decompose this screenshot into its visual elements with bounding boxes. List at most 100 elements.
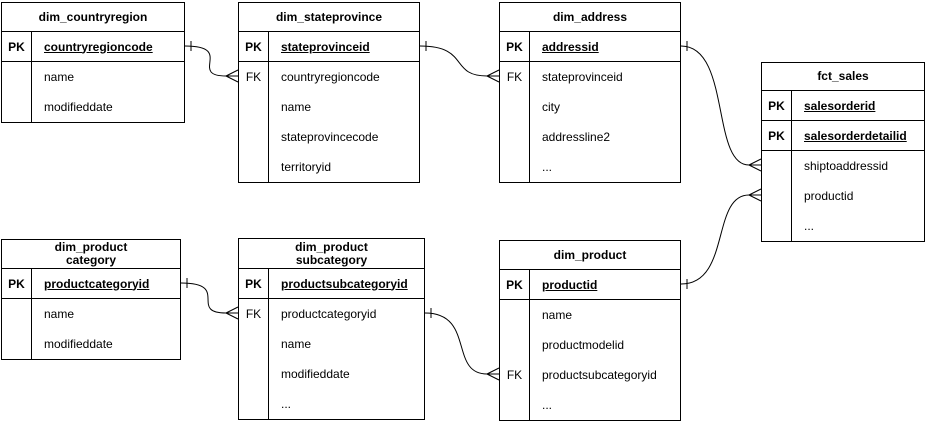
field-name: countryregioncode <box>44 39 153 54</box>
entity-row-productcategoryid: FK productcategoryid <box>239 299 424 329</box>
key-badge-empty <box>239 152 269 182</box>
field-name: modifieddate <box>44 337 113 351</box>
relationship-dim_address-to-fct_sales <box>680 41 762 172</box>
entity-title: dim_product <box>500 241 680 270</box>
relationship-dim_product-to-fct_sales <box>680 188 762 289</box>
key-badge-empty <box>762 211 792 241</box>
entity-title-line: fct_sales <box>817 69 869 83</box>
entity-row-territoryid: territoryid <box>239 152 419 182</box>
entity-row-productsubcategoryid: PK productsubcategoryid <box>239 269 424 299</box>
relationship-connector <box>180 282 238 314</box>
entity-row-salesorderid: PK salesorderid <box>762 91 924 121</box>
field-name: ... <box>542 398 553 412</box>
crow-foot-marker <box>225 306 239 320</box>
field-name: stateprovincecode <box>281 130 379 144</box>
entity-row-salesorderdetailid: PK salesorderdetailid <box>762 121 924 151</box>
field-name: productmodelid <box>542 338 625 352</box>
relationship-dim_productsubcategory-to-dim_product <box>424 308 500 381</box>
entity-title-line: category <box>65 253 117 267</box>
entity-row-city: city <box>500 92 680 122</box>
entity-row-modifieddate: modifieddate <box>2 329 180 359</box>
fk-badge: FK <box>239 299 269 329</box>
field-name: productcategoryid <box>44 276 150 291</box>
field-name: modifieddate <box>281 367 350 381</box>
field-name: countryregioncode <box>281 70 380 84</box>
entity-title: dim_address <box>500 3 680 32</box>
relationship-dim_countryregion-to-dim_stateprovince <box>184 41 239 83</box>
entity-row-shiptoaddressid: shiptoaddressid <box>762 151 924 181</box>
field-name: productcategoryid <box>281 307 377 321</box>
pk-badge: PK <box>500 32 530 61</box>
field-name: name <box>542 308 573 322</box>
key-badge-empty <box>500 122 530 152</box>
crow-foot-marker <box>748 158 762 172</box>
field-name: modifieddate <box>44 100 113 114</box>
key-badge-empty <box>2 92 32 122</box>
key-badge-empty <box>239 92 269 122</box>
entity-title: dim_stateprovince <box>239 3 419 32</box>
entity-title: dim_countryregion <box>2 3 184 32</box>
crow-foot-marker <box>748 188 762 202</box>
key-badge-empty <box>239 389 269 419</box>
entity-row-ellipsis: ... <box>500 152 680 182</box>
field-name: ... <box>542 160 553 174</box>
relationship-connector <box>680 194 761 285</box>
crow-foot-marker <box>225 69 239 83</box>
field-name: productsubcategoryid <box>542 368 657 382</box>
relationship-connector <box>419 45 499 77</box>
field-name: ... <box>804 219 815 233</box>
key-badge-empty <box>500 390 530 420</box>
entity-row-productmodelid: productmodelid <box>500 330 680 360</box>
pk-badge: PK <box>239 269 269 298</box>
entity-row-modifieddate: modifieddate <box>2 92 184 122</box>
pk-badge: PK <box>500 270 530 299</box>
key-badge-empty <box>500 152 530 182</box>
field-name: productsubcategoryid <box>281 276 408 291</box>
field-name: salesorderdetailid <box>804 128 907 143</box>
key-badge-empty <box>762 151 792 181</box>
entity-row-ellipsis: ... <box>239 389 424 419</box>
key-badge-empty <box>239 329 269 359</box>
entity-row-productcategoryid: PK productcategoryid <box>2 269 180 299</box>
entity-row-name: name <box>2 299 180 329</box>
entity-row-name: name <box>239 92 419 122</box>
entity-row-name: name <box>2 62 184 92</box>
fk-badge: FK <box>500 62 530 92</box>
pk-badge: PK <box>2 269 32 298</box>
key-badge-empty <box>500 300 530 330</box>
entity-title-line: dim_product <box>295 239 368 254</box>
entity-row-countryregioncode: PK countryregioncode <box>2 32 184 62</box>
field-name: ... <box>281 397 292 411</box>
key-badge-empty <box>500 330 530 360</box>
fk-badge: FK <box>500 360 530 390</box>
pk-badge: PK <box>762 121 792 150</box>
field-name: productid <box>804 189 854 203</box>
entity-title-line: dim_address <box>552 9 628 24</box>
fk-badge: FK <box>239 62 269 92</box>
field-name: city <box>542 100 560 114</box>
field-name: name <box>44 307 75 321</box>
entity-title-line: dim_countryregion <box>38 9 148 24</box>
relationship-connector <box>424 312 499 375</box>
pk-badge: PK <box>2 32 32 61</box>
entity-title-line: dim_product <box>553 247 627 262</box>
key-badge-empty <box>2 62 32 92</box>
pk-badge: PK <box>762 91 792 120</box>
relationship-connector <box>680 45 761 166</box>
field-name: name <box>281 100 312 114</box>
pk-badge: PK <box>239 32 269 61</box>
field-name: salesorderid <box>804 98 876 113</box>
relationship-dim_productcategory-to-dim_productsubcategory <box>180 278 239 320</box>
key-badge-empty <box>2 299 32 329</box>
